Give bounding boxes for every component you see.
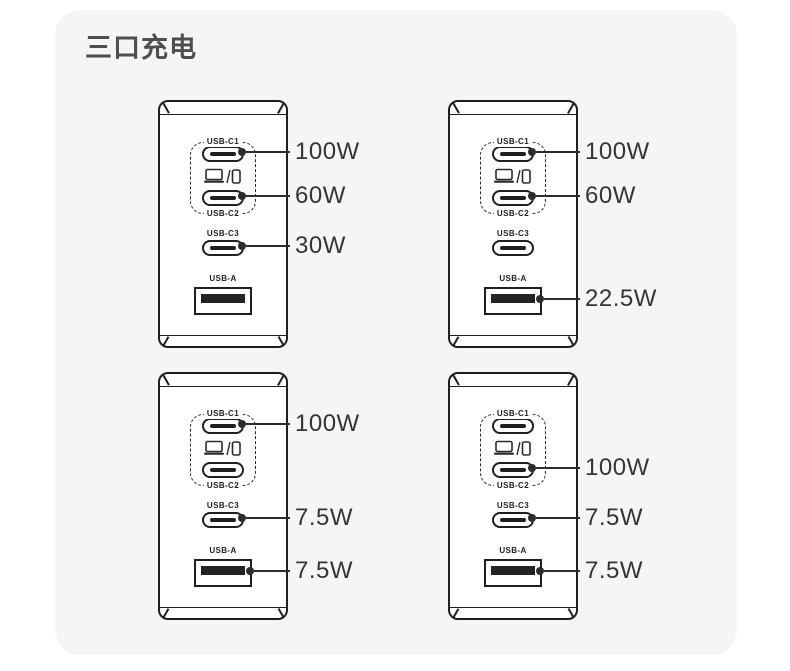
leader-usb-c2: 100W [528,454,650,482]
leader-usb-c3: 7.5W [238,504,353,532]
wattage-label: 7.5W [295,504,354,531]
usb-c1-label: USB-C1 [493,409,533,419]
wattage-label: 30W [295,232,346,259]
usb-a-port [194,559,252,587]
usb-a-label: USB-A [206,546,240,556]
charger-body: USB-C1 USB-C2 USB-C3 USB-A [158,372,288,620]
charger-bottom-bevel [160,607,286,618]
usb-c3-label: USB-C3 [203,501,243,511]
wattage-label: 7.5W [585,557,644,584]
leader-line [246,195,290,197]
usb-c1-port [492,418,534,434]
charger-diagram-top-left: USB-C1 USB-C2 USB-C3 USB-A 100W 60W 30W [158,100,359,348]
usb-a-label: USB-A [206,274,240,284]
leader-usb-c2: 60W [238,182,346,210]
charger-body: USB-C1 USB-C2 USB-C3 USB-A [448,100,578,348]
usb-c1-label: USB-C1 [203,137,243,147]
charger-diagram-bottom-right: USB-C1 USB-C2 USB-C3 USB-A 100W 7.5W 7.5… [448,372,649,620]
leader-dot [528,464,536,472]
leader-dot [536,295,544,303]
wattage-label: 60W [295,182,346,209]
leader-line [544,570,580,572]
wattage-label: 60W [585,182,636,209]
leader-usb-c2: 60W [528,182,636,210]
leader-usb-c3: 7.5W [528,504,643,532]
wattage-label: 22.5W [585,285,657,312]
wattage-label: 100W [585,454,650,481]
leader-dot [238,514,246,522]
leader-line [254,570,290,572]
leader-line [544,298,580,300]
usb-c3-label: USB-C3 [493,229,533,239]
leader-line [536,467,580,469]
leader-dot [528,514,536,522]
usb-c1-label: USB-C1 [493,137,533,147]
charger-diagram-top-right: USB-C1 USB-C2 USB-C3 USB-A 100W 60W 22.5… [448,100,656,348]
charger-top-bevel [450,102,576,115]
usb-a-label: USB-A [496,546,530,556]
section-title: 三口充电 [85,33,197,63]
wattage-label: 7.5W [585,504,644,531]
laptop-phone-icon [202,440,244,463]
usb-c3-label: USB-C3 [493,501,533,511]
usb-c3-port [492,240,534,256]
usb-c2-port [202,462,244,478]
usb-c2-label: USB-C2 [203,209,243,219]
leader-usb-c1: 100W [238,138,360,166]
leader-line [536,195,580,197]
charger-bottom-bevel [160,335,286,346]
leader-line [246,517,290,519]
charger-body: USB-C1 USB-C2 USB-C3 USB-A [448,372,578,620]
laptop-phone-icon [492,168,534,191]
laptop-phone-icon [202,168,244,191]
leader-dot [238,420,246,428]
usb-c2-label: USB-C2 [493,209,533,219]
leader-dot [238,192,246,200]
leader-dot [528,148,536,156]
charger-top-bevel [160,102,286,115]
usb-a-port [484,559,542,587]
usb-c2-label: USB-C2 [203,481,243,491]
wattage-label: 100W [295,410,360,437]
leader-usb-a: 22.5W [536,285,657,313]
leader-usb-c1: 100W [238,410,360,438]
charger-top-bevel [160,374,286,387]
wattage-label: 100W [295,138,360,165]
usb-c1-label: USB-C1 [203,409,243,419]
leader-usb-a: 7.5W [536,557,643,585]
leader-dot [238,148,246,156]
usb-a-label: USB-A [496,274,530,284]
leader-dot [528,192,536,200]
leader-usb-a: 7.5W [246,557,353,585]
leader-dot [536,567,544,575]
leader-usb-c1: 100W [528,138,650,166]
leader-dot [238,242,246,250]
usb-a-port [194,287,252,315]
usb-c2-label: USB-C2 [493,481,533,491]
leader-line [246,151,290,153]
usb-c3-label: USB-C3 [203,229,243,239]
wattage-label: 100W [585,138,650,165]
charger-diagram-bottom-left: USB-C1 USB-C2 USB-C3 USB-A 100W 7.5W 7.5… [158,372,359,620]
usb-a-port [484,287,542,315]
leader-dot [246,567,254,575]
leader-line [536,517,580,519]
charger-bottom-bevel [450,335,576,346]
laptop-phone-icon [492,440,534,463]
leader-line [246,423,290,425]
charger-top-bevel [450,374,576,387]
wattage-label: 7.5W [295,557,354,584]
leader-line [246,245,290,247]
charger-bottom-bevel [450,607,576,618]
leader-usb-c3: 30W [238,232,346,260]
charger-body: USB-C1 USB-C2 USB-C3 USB-A [158,100,288,348]
leader-line [536,151,580,153]
